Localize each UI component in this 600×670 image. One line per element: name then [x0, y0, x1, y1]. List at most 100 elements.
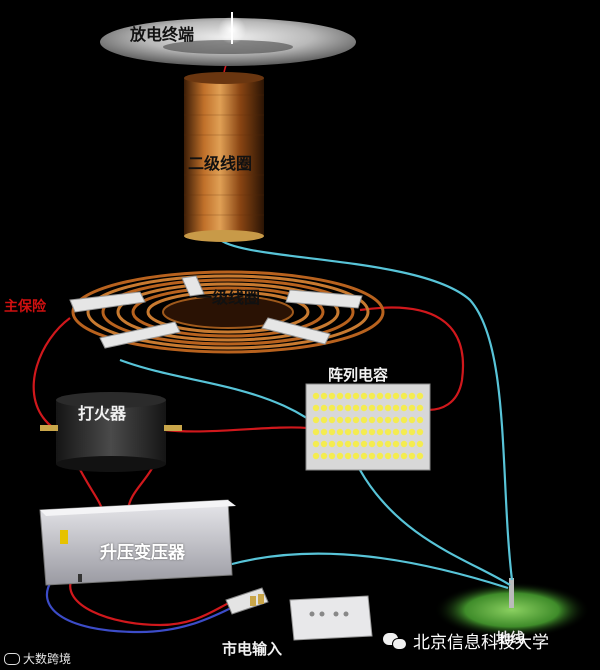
capacitor-cell: [400, 416, 408, 424]
capacitor-cell: [392, 440, 400, 448]
capacitor-cell: [400, 404, 408, 412]
capacitor-cell: [344, 416, 352, 424]
capacitor-cell: [384, 404, 392, 412]
capacitor-cell: [352, 452, 360, 460]
logo-icon: [4, 652, 20, 665]
capacitor-cell: [344, 404, 352, 412]
capacitor-cell: [416, 440, 424, 448]
capacitor-cell: [408, 392, 416, 400]
capacitor-cell: [384, 392, 392, 400]
capacitor-cell: [392, 392, 400, 400]
capacitor-cell: [416, 416, 424, 424]
watermark-left-text: 大数跨境: [23, 652, 72, 666]
label-ground: 地线: [496, 631, 524, 647]
capacitor-cell: [360, 428, 368, 436]
capacitor-cell: [328, 428, 336, 436]
step-up-transformer: [39, 499, 236, 586]
watermark-right-text: 北京信息科技大学: [413, 633, 549, 653]
capacitor-cell: [416, 392, 424, 400]
capacitor-cell: [368, 392, 376, 400]
capacitor-cell: [336, 416, 344, 424]
capacitor-cell: [328, 404, 336, 412]
capacitor-cell: [336, 440, 344, 448]
capacitor-cell: [392, 404, 400, 412]
capacitor-cell: [392, 452, 400, 460]
capacitor-cell: [376, 440, 384, 448]
capacitor-cell: [376, 452, 384, 460]
capacitor-cell: [328, 392, 336, 400]
capacitor-cell: [352, 416, 360, 424]
wire-transformer-ground: [227, 552, 509, 590]
ground-grass: [434, 578, 590, 638]
capacitor-cell: [384, 428, 392, 436]
capacitor-cell: [328, 440, 336, 448]
capacitor-cell: [344, 392, 352, 400]
capacitor-cell: [376, 428, 384, 436]
capacitor-array: [305, 383, 431, 471]
wire-primary-capacitor: [359, 306, 465, 412]
spark-gap: [40, 392, 182, 472]
wire-mains-red: [69, 577, 237, 627]
capacitor-cell: [416, 452, 424, 460]
capacitor-cell: [312, 404, 320, 412]
capacitor-cell: [312, 440, 320, 448]
capacitor-cell: [360, 416, 368, 424]
capacitor-cell: [320, 440, 328, 448]
capacitor-cell: [312, 428, 320, 436]
capacitor-cell: [368, 404, 376, 412]
secondary-coil: [184, 72, 264, 242]
coil-windings: [184, 94, 264, 216]
capacitor-cell: [408, 416, 416, 424]
capacitor-cell: [328, 452, 336, 460]
capacitor-cell: [392, 428, 400, 436]
capacitor-cell: [320, 392, 328, 400]
capacitor-cell: [368, 440, 376, 448]
capacitor-cell: [416, 428, 424, 436]
capacitor-grid: [312, 392, 424, 460]
label-primary-coil: 一级线圈: [196, 288, 261, 307]
capacitor-cell: [400, 392, 408, 400]
capacitor-cell: [368, 416, 376, 424]
capacitor-cell: [352, 392, 360, 400]
capacitor-cell: [376, 392, 384, 400]
label-mains-input: 市电输入: [222, 640, 283, 658]
capacitor-cell: [408, 428, 416, 436]
wire-sparkgap-capacitor: [164, 426, 309, 433]
discharge-terminal: [100, 12, 356, 66]
watermark-right: 北京信息科技大学: [383, 628, 549, 653]
capacitor-cell: [344, 452, 352, 460]
capacitor-cell: [320, 404, 328, 412]
capacitor-cell: [328, 416, 336, 424]
capacitor-cell: [336, 404, 344, 412]
capacitor-cell: [376, 416, 384, 424]
capacitor-cell: [344, 428, 352, 436]
capacitor-cell: [384, 440, 392, 448]
capacitor-cell: [312, 452, 320, 460]
capacitor-cell: [384, 452, 392, 460]
capacitor-cell: [336, 392, 344, 400]
capacitor-cell: [352, 404, 360, 412]
wire-mains-blue: [46, 579, 237, 634]
label-secondary-coil: 二级线圈: [188, 154, 253, 173]
capacitor-cell: [360, 392, 368, 400]
capacitor-cell: [408, 440, 416, 448]
capacitor-cell: [376, 404, 384, 412]
capacitor-cell: [320, 428, 328, 436]
capacitor-cell: [360, 440, 368, 448]
capacitor-cell: [368, 452, 376, 460]
primary-coil: [69, 270, 385, 354]
capacitor-cell: [352, 428, 360, 436]
capacitor-cell: [384, 416, 392, 424]
capacitor-cell: [408, 452, 416, 460]
capacitor-cell: [320, 452, 328, 460]
wechat-icon: [383, 631, 407, 651]
capacitor-cell: [400, 428, 408, 436]
capacitor-cell: [360, 452, 368, 460]
mains-socket: [289, 595, 373, 641]
wire-secondary-ground: [217, 237, 514, 581]
capacitor-cell: [400, 452, 408, 460]
mains-plug: [225, 587, 269, 615]
label-spark-gap: 打火器: [78, 404, 127, 423]
label-capacitor-array: 阵列电容: [328, 366, 389, 384]
